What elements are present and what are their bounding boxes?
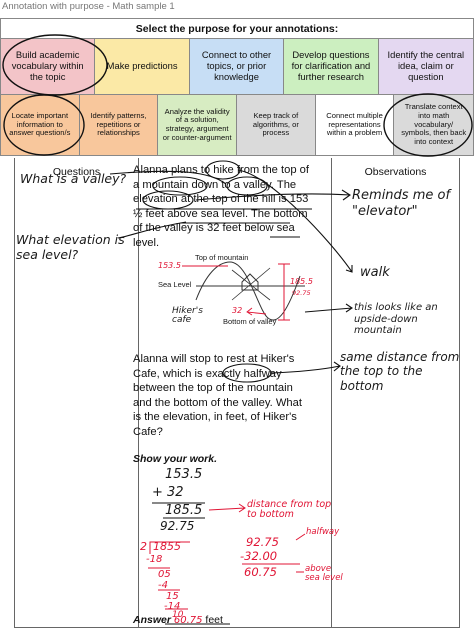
work-addend-1: 153.5 bbox=[165, 467, 203, 482]
purpose-central-idea: Identify the central idea, claim or ques… bbox=[378, 39, 474, 94]
div-line-1: -18 bbox=[146, 554, 163, 565]
purpose-questions: Develop questions for clarification and … bbox=[284, 39, 379, 94]
answer-line: Answer 60.75 feet bbox=[133, 614, 223, 627]
observations-column: Observations bbox=[331, 158, 460, 628]
note-above-sea: above sea level bbox=[305, 564, 343, 583]
sub-line-3: 60.75 bbox=[244, 565, 277, 579]
diagram-sea-label: Sea Level bbox=[158, 280, 192, 289]
observations-heading: Observations bbox=[364, 166, 427, 178]
answer-unit: feet bbox=[205, 614, 223, 626]
work-sum: 185.5 bbox=[165, 503, 203, 518]
purpose-analyze: Analyze the validity of a solution, stra… bbox=[158, 95, 238, 155]
diagram-bottom-value: 32 bbox=[232, 306, 243, 315]
div-divisor: 2 bbox=[140, 540, 147, 553]
grid-row-2: Locate important information to answer q… bbox=[1, 95, 474, 155]
work-half: 92.75 bbox=[160, 519, 195, 533]
diagram-top-label: Top of mountain bbox=[195, 253, 249, 262]
note-elevator: Reminds me of "elevator" bbox=[352, 188, 451, 220]
answer-value: 60.75 bbox=[173, 615, 203, 626]
problem-column bbox=[139, 158, 331, 628]
purpose-vocabulary: Build academic vocabulary within the top… bbox=[1, 39, 96, 94]
diagram-half-value: 92.75 bbox=[292, 289, 311, 297]
purpose-connect: Connect to other topics, or prior knowle… bbox=[189, 39, 285, 94]
grid-row-1: Build academic vocabulary within the top… bbox=[1, 39, 474, 95]
purpose-patterns: Identify patterns, repetitions or relati… bbox=[79, 95, 159, 155]
problem-paragraph-1: Alanna plans to hike from the top of a m… bbox=[133, 164, 310, 249]
problem-paragraph-2: Alanna will stop to rest at Hiker's Cafe… bbox=[133, 353, 302, 438]
diagram-top-value: 153.5 bbox=[158, 261, 181, 270]
div-line-2: 05 bbox=[158, 569, 171, 580]
questions-column: Questions bbox=[14, 158, 139, 628]
div-line-6: 10 bbox=[172, 610, 184, 620]
purpose-predictions: Make predictions bbox=[95, 39, 190, 94]
annotation-purpose-grid: Select the purpose for your annotations:… bbox=[0, 18, 474, 156]
div-dividend: 1855 bbox=[153, 540, 181, 553]
page-caption: Annotation with purpose - Math sample 1 bbox=[2, 1, 175, 12]
diagram-cafe-label: Hiker's cafe bbox=[172, 306, 203, 326]
purpose-locate-info: Locate important information to answer q… bbox=[1, 95, 80, 155]
grid-title: Select the purpose for your annotations: bbox=[1, 19, 473, 39]
note-question-valley: What is a valley? bbox=[20, 171, 127, 186]
note-same-distance: same distance from the top to the bottom bbox=[340, 350, 460, 393]
purpose-algorithms: Keep track of algorithms, or process bbox=[237, 95, 316, 155]
note-halfway: halfway bbox=[306, 527, 340, 537]
sub-line-2: -32.00 bbox=[240, 549, 278, 563]
note-walk: walk bbox=[360, 265, 390, 280]
note-distance: distance from top to bottom bbox=[247, 499, 332, 520]
note-question-sea-level: What elevation is sea level? bbox=[16, 232, 125, 262]
diagram-total-value: 185.5 bbox=[290, 277, 313, 286]
note-upside-down: this looks like an upside-down mountain bbox=[354, 302, 438, 336]
questions-heading: Questions bbox=[52, 166, 101, 178]
worksheet: Questions Observations bbox=[14, 158, 460, 628]
answer-label: Answer bbox=[133, 614, 171, 626]
div-line-3: -4 bbox=[158, 580, 168, 591]
purpose-representations: Connect multiple representations within … bbox=[315, 95, 395, 155]
diagram-bottom-label: Bottom of valley bbox=[223, 317, 277, 326]
work-addend-2: + 32 bbox=[152, 485, 184, 500]
sub-line-1: 92.75 bbox=[246, 535, 279, 549]
purpose-translate: Translate context into math vocabulary/ … bbox=[394, 95, 474, 155]
show-work-label: Show your work. bbox=[133, 453, 218, 465]
